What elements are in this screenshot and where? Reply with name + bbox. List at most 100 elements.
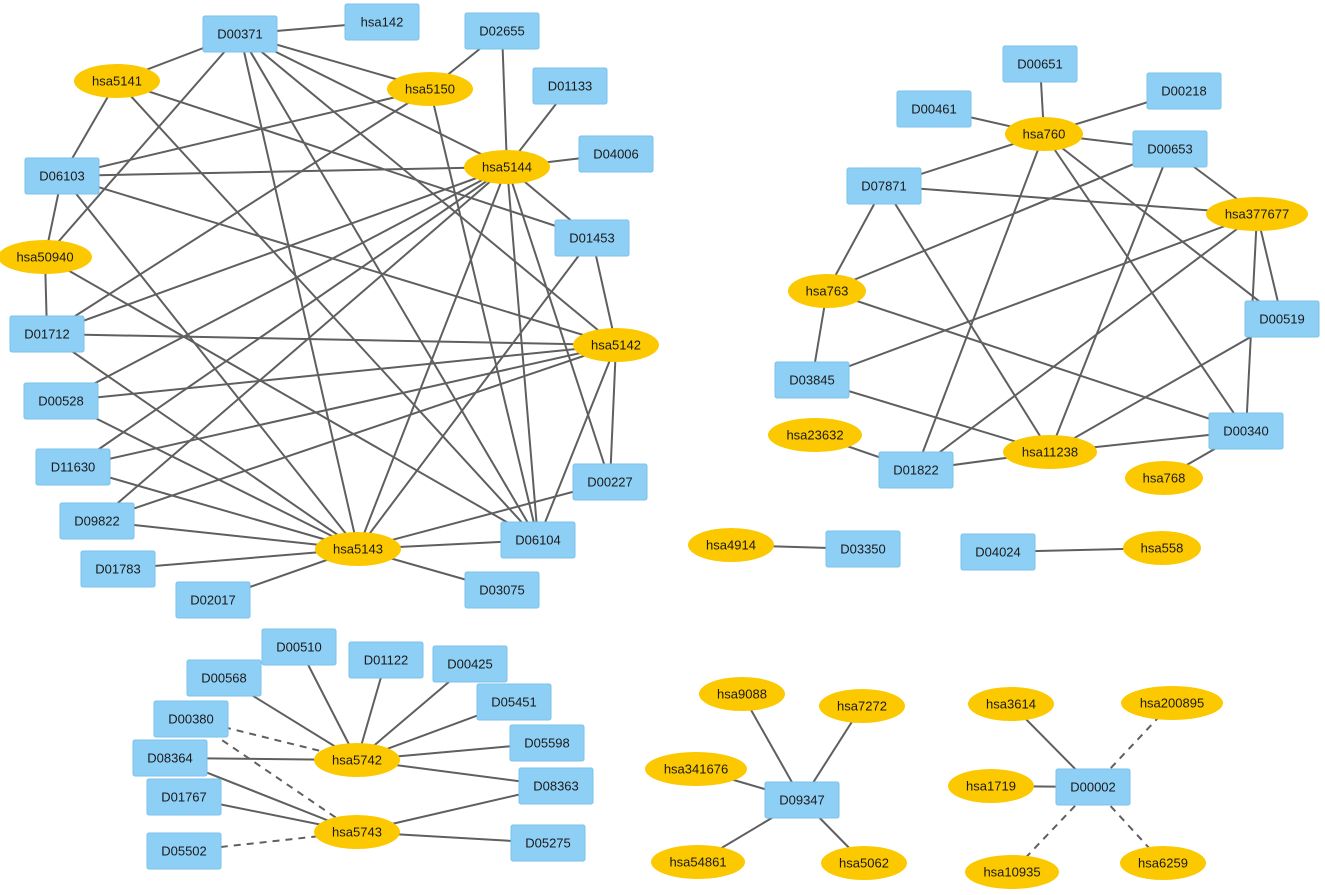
gene-node-hsa6259[interactable]: hsa6259: [1120, 846, 1206, 880]
drug-box: [132, 739, 208, 777]
drug-node-D09822[interactable]: D09822: [59, 502, 135, 540]
drug-node-D06104[interactable]: D06104: [500, 521, 576, 559]
drug-node-D05451[interactable]: D05451: [476, 683, 552, 721]
node-label: hsa5150: [405, 82, 455, 97]
drug-node-D00651[interactable]: D00651: [1002, 45, 1078, 83]
gene-ellipse: [968, 687, 1054, 721]
drug-node-D11630[interactable]: D11630: [35, 448, 111, 486]
gene-node-hsa5144[interactable]: hsa5144: [464, 150, 550, 184]
gene-node-hsa760[interactable]: hsa760: [1005, 117, 1083, 151]
drug-node-D00425[interactable]: D00425: [432, 645, 508, 683]
drug-node-D08363[interactable]: D08363: [518, 767, 594, 805]
node-label: D00568: [201, 671, 247, 686]
gene-ellipse: [1120, 846, 1206, 880]
drug-node-D04006[interactable]: D04006: [578, 135, 654, 173]
drug-box: [764, 781, 840, 819]
gene-ellipse: [74, 64, 160, 98]
drug-box: [175, 581, 251, 619]
drug-node-D05275[interactable]: D05275: [510, 824, 586, 862]
gene-node-hsa5150[interactable]: hsa5150: [387, 72, 473, 106]
drug-node-D05502[interactable]: D05502: [146, 832, 222, 870]
drug-node-D07871[interactable]: D07871: [846, 167, 922, 205]
gene-node-hsa11238[interactable]: hsa11238: [1003, 435, 1097, 469]
drug-node-D03845[interactable]: D03845: [774, 361, 850, 399]
gene-node-hsa5141[interactable]: hsa5141: [74, 64, 160, 98]
drug-node-D01822[interactable]: D01822: [878, 451, 954, 489]
node-label: D05275: [525, 836, 571, 851]
drug-node-hsa142[interactable]: hsa142: [344, 3, 420, 41]
drug-node-D06103[interactable]: D06103: [24, 157, 100, 195]
gene-node-hsa23632[interactable]: hsa23632: [768, 418, 862, 452]
gene-ellipse: [1121, 686, 1223, 720]
drug-node-D01783[interactable]: D01783: [80, 550, 156, 588]
drug-node-D03350[interactable]: D03350: [825, 530, 901, 568]
drug-node-D01453[interactable]: D01453: [554, 219, 630, 257]
gene-node-hsa768[interactable]: hsa768: [1125, 461, 1203, 495]
gene-node-hsa4914[interactable]: hsa4914: [688, 528, 774, 562]
drug-node-D00528[interactable]: D00528: [23, 382, 99, 420]
drug-node-D00461[interactable]: D00461: [896, 90, 972, 128]
drug-node-D00653[interactable]: D00653: [1132, 130, 1208, 168]
gene-node-hsa10935[interactable]: hsa10935: [965, 855, 1059, 889]
node-label: D09822: [74, 514, 120, 529]
drug-node-D05598[interactable]: D05598: [509, 724, 585, 762]
drug-node-D00568[interactable]: D00568: [186, 659, 262, 697]
node-label: hsa142: [361, 15, 404, 30]
edge-hsa5142-D00227: [609, 344, 617, 483]
drug-node-D00340[interactable]: D00340: [1208, 412, 1284, 450]
drug-node-D01767[interactable]: D01767: [146, 778, 222, 816]
drug-node-D00218[interactable]: D00218: [1146, 72, 1222, 110]
gene-node-hsa5142[interactable]: hsa5142: [573, 328, 659, 362]
gene-node-hsa3614[interactable]: hsa3614: [968, 687, 1054, 721]
gene-ellipse: [768, 418, 862, 452]
edge-hsa5144-D09822: [96, 166, 508, 522]
drug-node-D02655[interactable]: D02655: [464, 12, 540, 50]
drug-node-D08364[interactable]: D08364: [132, 739, 208, 777]
drug-node-D00227[interactable]: D00227: [572, 463, 648, 501]
gene-ellipse: [1123, 531, 1201, 565]
gene-node-hsa50940[interactable]: hsa50940: [0, 240, 92, 274]
gene-node-hsa54861[interactable]: hsa54861: [651, 845, 745, 879]
node-label: D00380: [168, 712, 214, 727]
gene-node-hsa5143[interactable]: hsa5143: [315, 532, 401, 566]
drug-node-D00380[interactable]: D00380: [153, 700, 229, 738]
drug-node-D01712[interactable]: D01712: [9, 315, 85, 353]
edge-D00371-hsa50940: [44, 33, 241, 258]
gene-ellipse: [788, 274, 866, 308]
edge-D09822-hsa5143: [96, 520, 359, 550]
edge-hsa5144-hsa5143: [357, 166, 508, 550]
node-label: D00510: [276, 640, 322, 655]
gene-node-hsa763[interactable]: hsa763: [788, 274, 866, 308]
gene-node-hsa7272[interactable]: hsa7272: [819, 689, 905, 723]
gene-node-hsa9088[interactable]: hsa9088: [699, 677, 785, 711]
drug-node-D09347[interactable]: D09347: [764, 781, 840, 819]
drug-node-D00519[interactable]: D00519: [1244, 300, 1320, 338]
node-label: D08364: [147, 751, 193, 766]
drug-box: [202, 15, 278, 53]
drug-node-D03075[interactable]: D03075: [464, 571, 540, 609]
gene-node-hsa5743[interactable]: hsa5743: [314, 815, 400, 849]
gene-node-hsa5062[interactable]: hsa5062: [821, 846, 907, 880]
node-label: D07871: [861, 179, 907, 194]
gene-node-hsa377677[interactable]: hsa377677: [1206, 197, 1308, 231]
gene-node-hsa558[interactable]: hsa558: [1123, 531, 1201, 565]
drug-node-D01133[interactable]: D01133: [532, 67, 608, 105]
drug-box: [153, 700, 229, 738]
gene-node-hsa1719[interactable]: hsa1719: [948, 769, 1034, 803]
gene-node-hsa200895[interactable]: hsa200895: [1121, 686, 1223, 720]
drug-node-D00002[interactable]: D00002: [1055, 768, 1131, 806]
node-label: hsa4914: [706, 538, 756, 553]
drug-node-D00371[interactable]: D00371: [202, 15, 278, 53]
drug-node-D04024[interactable]: D04024: [960, 533, 1036, 571]
edge-hsa5142-D11630: [72, 344, 617, 468]
drug-node-D01122[interactable]: D01122: [348, 641, 424, 679]
node-label: D05598: [524, 736, 570, 751]
gene-node-hsa5742[interactable]: hsa5742: [314, 743, 400, 777]
node-label: D06103: [39, 169, 85, 184]
gene-ellipse: [314, 743, 400, 777]
drug-box: [261, 628, 337, 666]
gene-node-hsa341676[interactable]: hsa341676: [645, 752, 747, 786]
drug-node-D00510[interactable]: D00510: [261, 628, 337, 666]
drug-node-D02017[interactable]: D02017: [175, 581, 251, 619]
drug-box: [510, 824, 586, 862]
